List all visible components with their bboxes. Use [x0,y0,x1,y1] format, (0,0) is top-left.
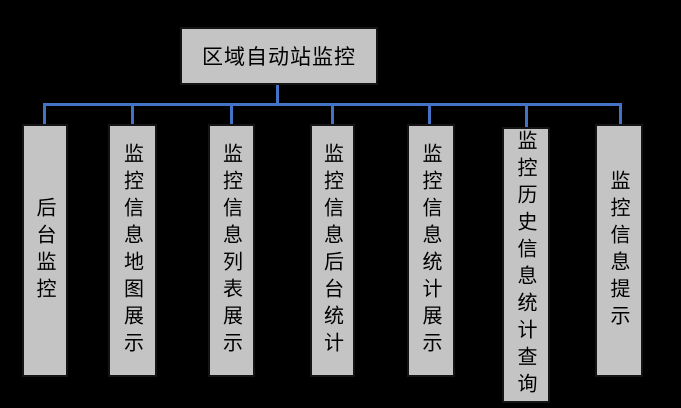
connector-drop-1 [43,103,46,124]
root-node-label: 区域自动站监控 [202,45,356,69]
node-monitor-info-map-display: 监控信息地图展示 [108,124,157,377]
node-monitor-history-statistics-query: 监控历史信息统计查询 [502,127,550,403]
node-monitor-info-list-display-label: 监控信息列表展示 [219,142,244,359]
connector-drop-6 [525,103,528,127]
node-monitor-info-alert: 监控信息提示 [595,124,643,377]
node-monitor-info-backend-statistics-label: 监控信息后台统计 [320,142,345,359]
node-backend-monitoring: 后台监控 [22,124,68,377]
node-monitor-info-list-display: 监控信息列表展示 [208,124,255,377]
node-monitor-info-statistics-display-label: 监控信息统计展示 [419,142,443,359]
node-monitor-info-alert-label: 监控信息提示 [607,169,631,332]
node-monitor-info-map-display-label: 监控信息地图展示 [120,142,145,359]
node-monitor-info-statistics-display: 监控信息统计展示 [407,124,455,377]
connector-drop-4 [331,103,334,124]
connector-root-stub [276,85,279,104]
connector-drop-7 [619,103,622,124]
connector-drop-5 [428,103,431,124]
connector-drop-3 [230,103,233,124]
node-monitor-history-statistics-query-label: 监控历史信息统计查询 [514,130,538,400]
node-monitor-info-backend-statistics: 监控信息后台统计 [310,124,355,377]
node-backend-monitoring-label: 后台监控 [33,196,57,305]
connector-drop-2 [131,103,134,124]
root-node-region-auto-station-monitoring: 区域自动站监控 [180,27,378,85]
